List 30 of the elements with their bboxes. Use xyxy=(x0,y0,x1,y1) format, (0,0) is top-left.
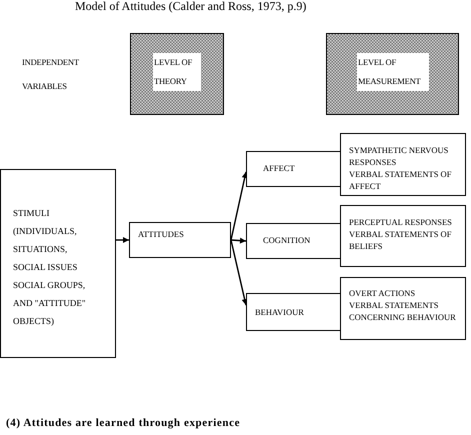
box-label: ATTITUDES xyxy=(138,228,185,240)
process-box xyxy=(0,169,116,358)
box-label: AFFECT xyxy=(263,162,296,174)
box-label: PERCEPTUAL RESPONSES xyxy=(349,216,453,228)
process-box xyxy=(340,205,466,267)
process-box xyxy=(246,293,342,331)
box-label: VERBAL STATEMENTS OF AFFECT xyxy=(349,168,452,192)
process-box xyxy=(340,277,466,340)
box-label: LEVEL OF MEASUREMENT xyxy=(357,53,429,91)
box-label: OVERT ACTIONS xyxy=(349,287,416,299)
section-heading: (4) Attitudes are learned through experience xyxy=(6,416,240,430)
process-box xyxy=(129,222,231,258)
arrow xyxy=(116,237,129,243)
box-label: BEHAVIOUR xyxy=(255,306,305,318)
arrow xyxy=(230,238,246,244)
box-label: VERBAL STATEMENTS CONCERNING BEHAVIOUR xyxy=(349,299,457,323)
process-box xyxy=(246,223,342,259)
box-label: STIMULI (INDIVIDUALS, SITUATIONS, SOCIAL ISSUES SOCIAL GROUPS, AND "ATTITUDE" OBJECTS) xyxy=(13,207,87,328)
box-label: LEVEL OF THEORY xyxy=(153,53,201,91)
process-box xyxy=(340,133,466,196)
arrow xyxy=(230,240,248,306)
process-box xyxy=(246,151,342,187)
row-label: INDEPENDENT VARIABLES xyxy=(22,56,80,93)
shaded-box xyxy=(326,33,459,115)
shaded-box xyxy=(130,33,224,115)
box-label: SYMPATHETIC NERVOUS RESPONSES xyxy=(349,144,450,168)
box-label: VERBAL STATEMENTS OF BELIEFS xyxy=(349,228,452,252)
figure-title: Model of Attitudes (Calder and Ross, 1973, p.9) xyxy=(75,0,306,13)
box-label: COGNITION xyxy=(263,234,312,246)
arrow xyxy=(230,172,248,240)
